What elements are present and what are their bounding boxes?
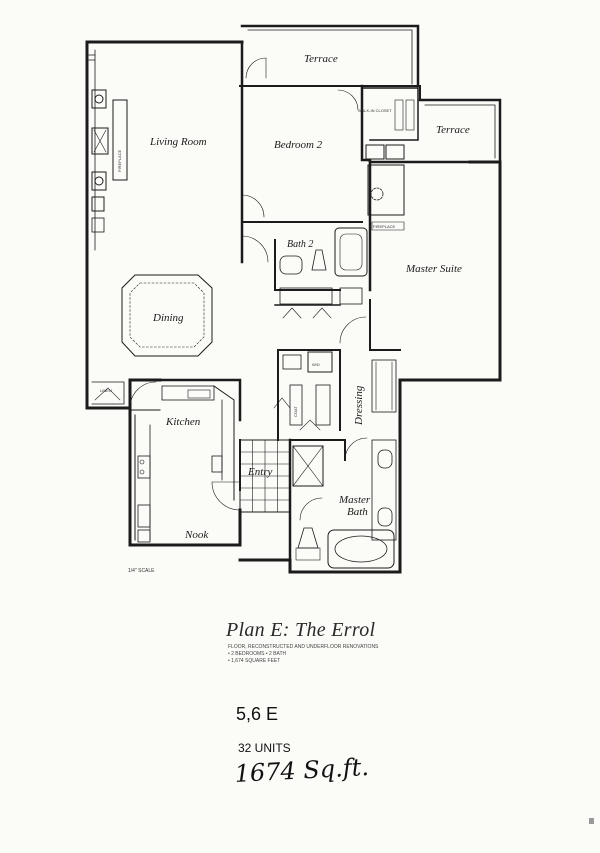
label-coat: COAT bbox=[293, 406, 298, 417]
label-dressing: Dressing bbox=[353, 385, 365, 426]
label-master-bath-1: Master bbox=[338, 494, 371, 506]
floor-plan: Terrace Terrace Living Room Bedroom 2 Ba… bbox=[85, 24, 502, 574]
dining-table bbox=[121, 274, 213, 357]
unit-count: 32 UNITS bbox=[238, 741, 291, 755]
description-line-1: FLOOR, RECONSTRUCTED AND UNDERFLOOR RENO… bbox=[228, 644, 379, 650]
description-line-2: • 2 BEDROOMS • 2 BATH bbox=[228, 651, 287, 657]
plan-title: Plan E: The Errol bbox=[226, 619, 376, 641]
label-walk-in-closet: WALK-IN CLOSET bbox=[358, 108, 392, 113]
label-bath-2: Bath 2 bbox=[287, 239, 313, 250]
label-nook: Nook bbox=[184, 529, 209, 541]
label-terrace-right: Terrace bbox=[436, 124, 470, 136]
wall-bedroom-east bbox=[360, 84, 372, 292]
label-dining: Dining bbox=[152, 312, 184, 324]
label-fireplace-master: FIREPLACE bbox=[373, 224, 396, 229]
shower bbox=[292, 445, 324, 487]
fireplace-living bbox=[112, 99, 128, 181]
label-kitchen: Kitchen bbox=[165, 416, 201, 428]
plan-code: 5,6 E bbox=[236, 704, 279, 724]
label-living-room: Living Room bbox=[149, 136, 207, 148]
label-master-bath-2: Bath bbox=[347, 506, 368, 518]
label-master-suite: Master Suite bbox=[405, 263, 462, 275]
exterior-wall-terrace bbox=[240, 24, 420, 88]
label-terrace-top: Terrace bbox=[304, 53, 338, 65]
description-line-3: • 1,674 SQUARE FEET bbox=[228, 658, 281, 664]
label-bedroom-2: Bedroom 2 bbox=[274, 139, 323, 151]
fireplace-master bbox=[367, 164, 405, 216]
label-linen: LINEN bbox=[100, 388, 112, 393]
scale-note: 1/4" SCALE bbox=[128, 568, 155, 574]
handwritten-area: 1674 Sq.ft. bbox=[234, 752, 370, 788]
label-entry: Entry bbox=[247, 466, 273, 478]
plan-description: FLOOR, RECONSTRUCTED AND UNDERFLOOR RENO… bbox=[228, 644, 418, 665]
label-w-d: W/D bbox=[312, 362, 320, 367]
tub-master bbox=[327, 529, 395, 569]
tub-bath2 bbox=[334, 227, 368, 277]
label-fireplace-living: FIREPLACE bbox=[117, 149, 122, 172]
scan-artifact bbox=[589, 818, 594, 824]
